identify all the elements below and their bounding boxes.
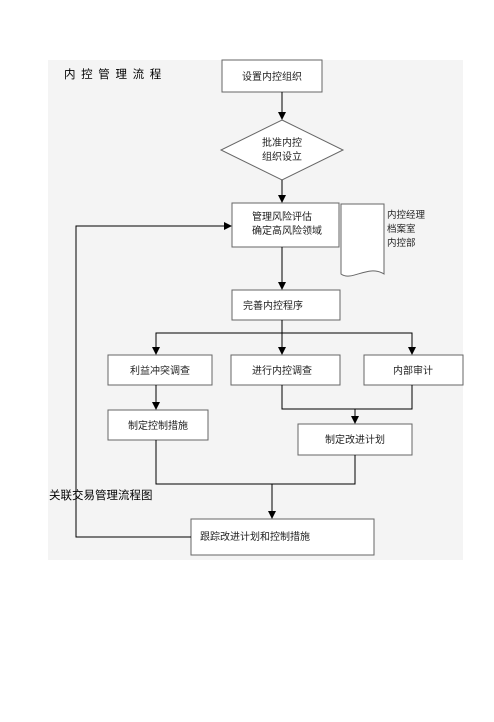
merge-line-plan (281, 385, 413, 410)
connectors (75, 92, 416, 538)
section-title: 关联交易管理流程图 (49, 488, 153, 502)
node-survey (230, 354, 341, 386)
split-line (152, 320, 283, 355)
node-setup (221, 59, 323, 93)
feedback-loop (75, 222, 232, 538)
node-audit-label: 内部审计 (393, 364, 433, 377)
node-approve (219, 119, 345, 181)
node-setup-label: 设置内控组织 (242, 70, 302, 83)
node-improve (231, 289, 341, 321)
node-measures-label: 制定控制措施 (128, 419, 188, 432)
node-plan (297, 423, 413, 456)
note-shape (340, 203, 385, 277)
node-conflict (107, 354, 213, 386)
note-label-1: 内控经理 (387, 209, 426, 221)
node-measures (107, 409, 209, 441)
node-improve-label: 完善内控程序 (243, 299, 303, 312)
node-survey-label: 进行内控调查 (252, 364, 312, 377)
merge-line-bottom (155, 440, 356, 485)
node-assess-label-2: 确定高风险领域 (252, 224, 322, 237)
note-label-3: 内控部 (387, 237, 416, 249)
note-label-2: 档案室 (387, 223, 416, 235)
page-title: 内 控 管 理 流 程 (64, 67, 163, 81)
node-approve-label-2: 组织设立 (262, 150, 302, 163)
node-conflict-label: 利益冲突调查 (130, 364, 190, 377)
node-approve-label-1: 批准内控 (262, 136, 302, 149)
node-plan-label: 制定改进计划 (325, 433, 385, 446)
node-assess-label-1: 管理风险评估 (252, 210, 312, 223)
node-audit (363, 354, 464, 386)
node-assess (231, 202, 340, 248)
split-line-right (282, 332, 416, 355)
node-track-label: 跟踪改进计划和控制措施 (200, 530, 310, 543)
